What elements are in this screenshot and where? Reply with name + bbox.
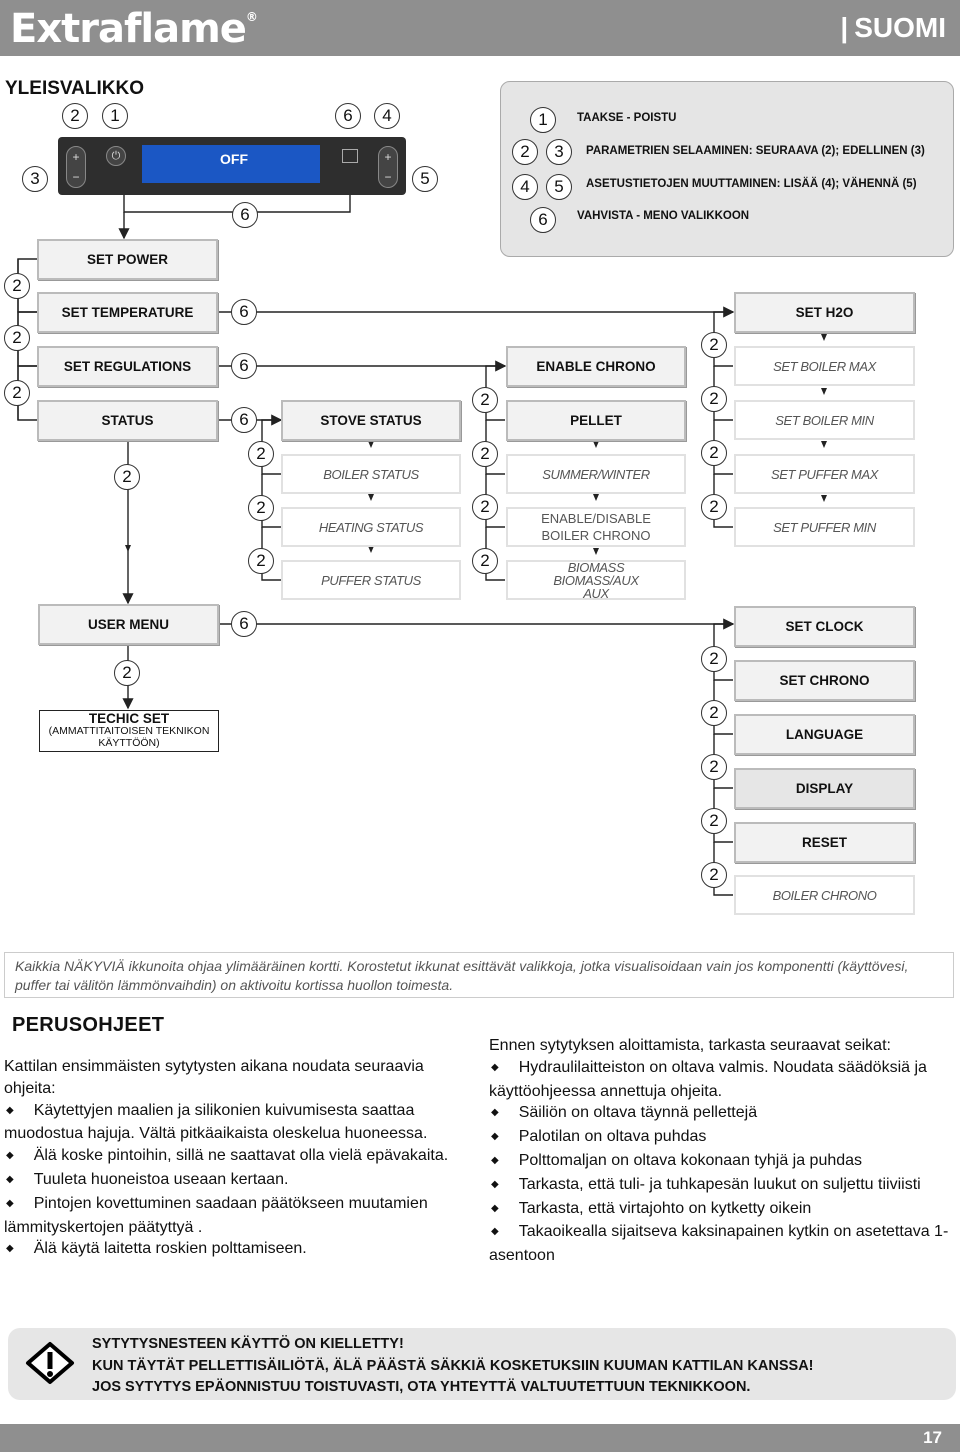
visibility-note: Kaikkia NÄKYVIÄ ikkunoita ohjaa ylimäärä… (4, 952, 954, 998)
nav-number: 2 (248, 495, 274, 521)
menu-status[interactable]: STATUS (37, 400, 218, 441)
menu-heating-status[interactable]: HEATING STATUS (281, 507, 461, 547)
menu-display[interactable]: DISPLAY (734, 768, 915, 809)
nav-number: 2 (248, 441, 274, 467)
nav-number: 2 (701, 700, 727, 726)
legend-text: PARAMETRIEN SELAAMINEN: SEURAAVA (2); ED… (586, 145, 925, 157)
menu-set-clock[interactable]: SET CLOCK (734, 606, 915, 647)
menu-reset[interactable]: RESET (734, 822, 915, 863)
menu-set-boiler-max[interactable]: SET BOILER MAX (734, 346, 915, 386)
plus-minus-right-button[interactable]: +− (378, 146, 398, 188)
key-number: 3 (22, 166, 48, 192)
menu-set-regulations[interactable]: SET REGULATIONS (37, 346, 218, 387)
menu-set-puffer-min[interactable]: SET PUFFER MIN (734, 507, 915, 547)
menu-boiler-chrono[interactable]: BOILER CHRONO (734, 875, 915, 915)
nav-number: 2 (472, 441, 498, 467)
legend-text: ASETUSTIETOJEN MUUTTAMINEN: LISÄÄ (4); V… (586, 178, 917, 190)
warning-line: JOS SYTYTYS EPÄONNISTUU TOISTUVASTI, OTA… (92, 1379, 751, 1395)
menu-set-puffer-max[interactable]: SET PUFFER MAX (734, 454, 915, 494)
page-number: 17 (923, 1428, 942, 1447)
menu-set-chrono[interactable]: SET CHRONO (734, 660, 915, 701)
menu-set-h2o[interactable]: SET H2O (734, 292, 915, 333)
menu-set-temperature[interactable]: SET TEMPERATURE (37, 292, 218, 333)
instructions-left: Kattilan ensimmäisten sytytysten aikana … (4, 1056, 470, 1262)
menu-techic-set[interactable]: TECHIC SET (AMMATTITAITOISEN TEKNIKON KÄ… (39, 710, 219, 752)
legend-key: 3 (546, 139, 572, 165)
key-number: 6 (232, 202, 258, 228)
legend-key: 5 (546, 174, 572, 200)
legend-key: 2 (512, 139, 538, 165)
nav-number: 2 (701, 386, 727, 412)
legend-key: 1 (530, 107, 556, 133)
section-title: YLEISVALIKKO (5, 78, 144, 99)
nav-number: 2 (701, 808, 727, 834)
nav-number: 2 (114, 660, 140, 686)
menu-icon[interactable] (342, 149, 358, 163)
nav-number: 2 (472, 494, 498, 520)
instructions-right: Ennen sytytyksen aloittamista, tarkasta … (489, 1035, 957, 1267)
nav-number: 2 (701, 494, 727, 520)
plus-minus-left-button[interactable]: +− (66, 146, 86, 188)
legend-key: 4 (512, 174, 538, 200)
nav-number: 2 (701, 646, 727, 672)
nav-number: 2 (4, 380, 30, 406)
nav-number: 2 (701, 754, 727, 780)
nav-number: 2 (114, 464, 140, 490)
warning-line: SYTYTYSNESTEEN KÄYTTÖ ON KIELLETTY! (92, 1336, 404, 1352)
legend-key: 6 (530, 207, 556, 233)
nav-number: 6 (231, 611, 257, 637)
language-label: SUOMI (840, 12, 946, 44)
menu-puffer-status[interactable]: PUFFER STATUS (281, 560, 461, 600)
nav-number: 2 (701, 332, 727, 358)
page-header: Extraflame® SUOMI (0, 0, 960, 56)
nav-number: 6 (231, 299, 257, 325)
warning-box: SYTYTYSNESTEEN KÄYTTÖ ON KIELLETTY! KUN … (8, 1328, 956, 1400)
key-number: 2 (62, 103, 88, 129)
menu-language[interactable]: LANGUAGE (734, 714, 915, 755)
key-number: 1 (102, 103, 128, 129)
menu-set-power[interactable]: SET POWER (37, 239, 218, 280)
nav-number: 2 (4, 325, 30, 351)
menu-user-menu[interactable]: USER MENU (38, 604, 219, 645)
warning-line: KUN TÄYTÄT PELLETTISÄILIÖTÄ, ÄLÄ PÄÄSTÄ … (92, 1357, 814, 1374)
nav-number: 2 (701, 862, 727, 888)
nav-number: 2 (472, 387, 498, 413)
key-number: 5 (412, 166, 438, 192)
page-footer: 17 (0, 1424, 960, 1452)
nav-number: 2 (4, 273, 30, 299)
menu-enable-chrono[interactable]: ENABLE CHRONO (506, 346, 686, 387)
key-number: 6 (335, 103, 361, 129)
instructions-title: PERUSOHJEET (12, 1014, 165, 1036)
power-button[interactable]: ⏻ (106, 146, 126, 166)
menu-boiler-status[interactable]: BOILER STATUS (281, 454, 461, 494)
nav-number: 2 (701, 440, 727, 466)
nav-number: 6 (231, 353, 257, 379)
menu-pellet[interactable]: PELLET (506, 400, 686, 441)
nav-number: 2 (472, 548, 498, 574)
brand-logo: Extraflame® (10, 6, 258, 52)
power-icon: ⏻ (111, 149, 121, 162)
display-screen: OFF (142, 145, 320, 183)
key-legend (500, 81, 954, 257)
legend-text: TAAKSE - POISTU (577, 112, 677, 124)
warning-icon (26, 1342, 74, 1384)
nav-number: 2 (248, 548, 274, 574)
legend-text: VAHVISTA - MENO VALIKKOON (577, 210, 750, 222)
menu-set-boiler-min[interactable]: SET BOILER MIN (734, 400, 915, 440)
nav-number: 6 (231, 407, 257, 433)
key-number: 4 (374, 103, 400, 129)
menu-stove-status[interactable]: STOVE STATUS (281, 400, 461, 441)
menu-summer-winter[interactable]: SUMMER/WINTER (506, 454, 686, 494)
